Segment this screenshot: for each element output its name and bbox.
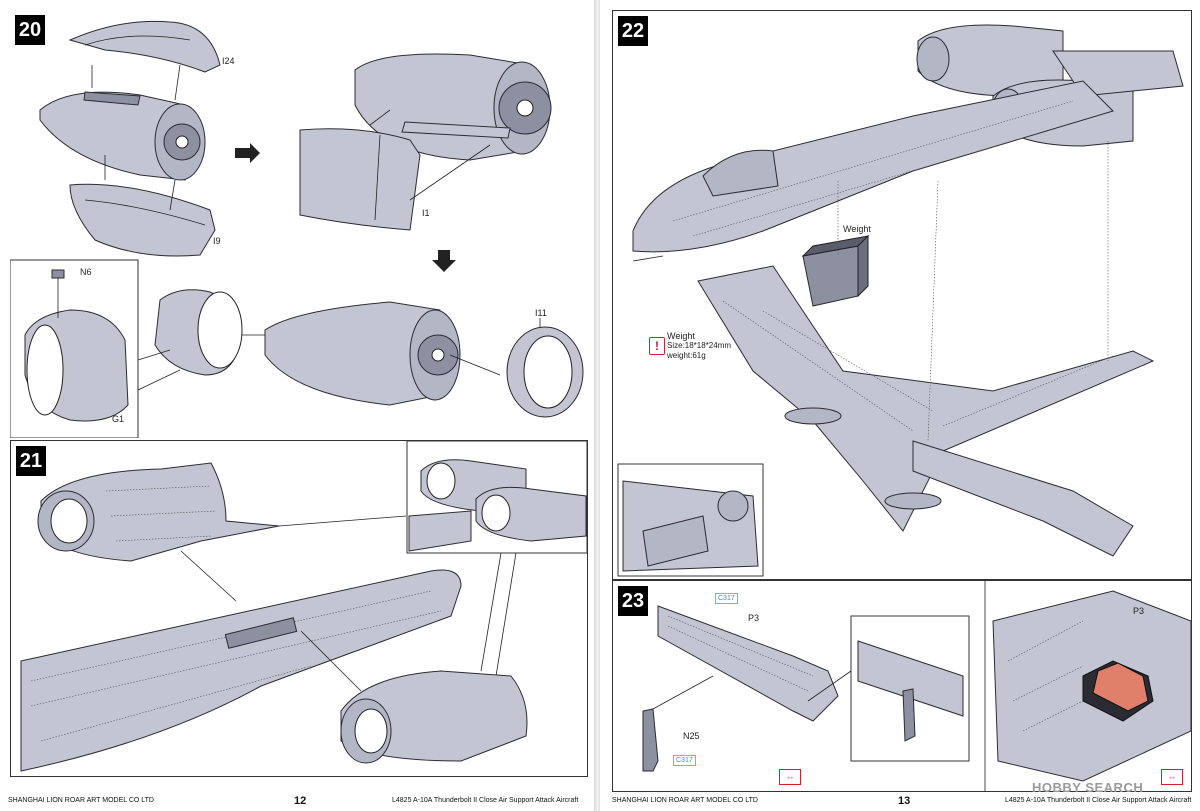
step-22-drawing [617,24,1184,577]
callout-c317-top: C317 [715,593,738,604]
label-g1: G1 [112,414,125,424]
weight-note-title: Weight [667,331,695,341]
label-i24: I24 [222,56,235,66]
fuselage-section [20,569,462,772]
wing-assembly [697,265,1155,532]
label-i9: I9 [213,236,221,246]
step-number: 21 [16,446,46,476]
label-p3: P3 [748,613,760,623]
step-23-panel: 23 C317 P3 N25 C317 P3 ⇔ ⇔ [612,580,1192,792]
cowling-top-part [68,20,221,73]
step-21-panel: 21 [10,440,588,777]
label-i1: I1 [422,208,430,218]
label-i11: I11 [535,308,547,318]
weight-note: Weight Size:18*18*24mm weight:61g [667,331,731,361]
wing-right [912,440,1134,557]
weight-note-weight: weight:61g [667,351,706,360]
label-p3-detail: P3 [1133,606,1145,616]
footer-company: SHANGHAI LION ROAR ART MODEL CO LTD [8,797,154,804]
exclamation-warning-icon: ! [649,337,665,355]
step-23-drawing [642,581,1191,791]
callout-c317-bottom: C317 [673,755,696,766]
sequence-arrow-right [235,143,260,163]
cowling-bottom-part [69,183,216,257]
weight-label: Weight [843,224,871,234]
watermark-logo: HOBBY SEARCH [1032,780,1144,795]
label-n6: N6 [80,267,92,277]
label-n25: N25 [683,731,700,741]
step-number: 22 [618,16,648,46]
step-20-panel: 20 [10,10,586,438]
sequence-arrow-down [432,250,456,272]
fuselage-assembly [632,80,1114,253]
right-instruction-page: 22 [600,0,1200,811]
page-gutter [594,0,601,811]
footer-company: SHANGHAI LION ROAR ART MODEL CO LTD [612,797,758,804]
part-n6 [51,269,65,279]
weight-note-size: Size:18*18*24mm [667,341,732,350]
step-21-drawing [20,441,587,772]
step-22-panel: 22 [612,10,1192,580]
part-n25 [642,708,659,772]
left-right-arrows-icon: ⇔ [779,769,801,785]
left-instruction-page: 20 [0,0,595,811]
footer-model: L4825 A-10A Thunderbolt II Close Air Sup… [1005,797,1192,804]
step-number: 20 [15,15,45,45]
step-20-drawing [10,20,584,438]
left-right-arrows-icon: ⇔ [1161,769,1183,785]
engine-core-part [39,91,186,181]
footer-model: L4825 A-10A Thunderbolt II Close Air Sup… [392,797,579,804]
step-number: 23 [618,586,648,616]
page-number: 13 [898,795,911,807]
pylon-p3 [657,605,839,722]
canopy [702,149,779,197]
page-number: 12 [294,795,307,807]
cowling-i1-part [299,128,421,231]
